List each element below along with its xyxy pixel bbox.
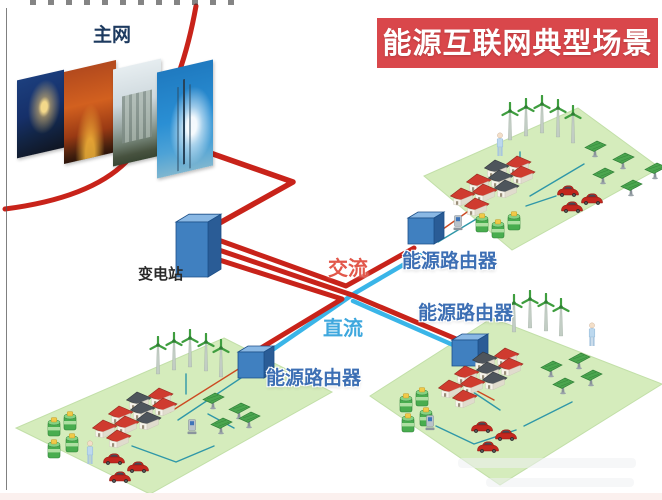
substation-box-side — [207, 213, 222, 278]
ac-line — [207, 244, 464, 344]
faint-watermark — [486, 478, 634, 487]
battery-icon — [415, 387, 429, 407]
photo-transmission-tower-sunset — [64, 59, 116, 165]
main-grid-label: 主网 — [93, 24, 132, 46]
router-box-bottom-left — [237, 351, 265, 379]
dc-line-label: 直流 — [323, 316, 363, 340]
charger-icon — [453, 215, 463, 231]
turbine-icon — [521, 290, 539, 330]
charger-icon — [425, 415, 435, 431]
battery-icon — [507, 211, 521, 231]
local-signal-line — [529, 163, 585, 197]
bottom-strip — [0, 493, 662, 500]
energy-router-label-bottom-right: 能源路由器 — [418, 302, 514, 324]
battery-icon — [401, 413, 415, 433]
energy-router-label-top-right: 能源路由器 — [402, 250, 498, 272]
local-power-line — [169, 367, 241, 413]
turbine-icon — [501, 102, 519, 142]
faint-watermark — [458, 458, 636, 468]
battery-icon — [399, 393, 413, 413]
local-signal-line — [523, 401, 573, 427]
battery-icon — [491, 219, 505, 239]
router-box-top-right — [407, 217, 435, 245]
router-box-bottom-right — [451, 339, 479, 367]
photo-substation-plant — [113, 58, 161, 167]
ac-line-label: 交流 — [328, 256, 368, 280]
battery-icon — [47, 439, 61, 459]
photo-power-plant-night — [17, 69, 64, 159]
battery-icon — [47, 417, 61, 437]
battery-icon — [475, 213, 489, 233]
router-box-top-right-side — [433, 211, 445, 245]
title-banner: 能源互联网典型场景 — [377, 18, 658, 68]
local-signal-line — [525, 195, 557, 207]
left-edge-line — [6, 8, 7, 490]
substation-label: 变电站 — [138, 265, 184, 283]
charger-icon — [187, 419, 197, 435]
cropped-text-remnants — [30, 0, 235, 5]
ac-line — [207, 234, 417, 289]
person-icon — [588, 322, 596, 347]
ac-line — [207, 254, 345, 354]
energy-router-label-bottom-left: 能源路由器 — [266, 367, 362, 389]
battery-icon — [65, 433, 79, 453]
substation-box — [175, 221, 209, 278]
dc-line — [350, 298, 463, 351]
local-signal-line — [131, 445, 215, 463]
photo-utility-pole-sky — [157, 59, 213, 179]
grid-feed-line — [193, 145, 296, 233]
turbine-icon — [552, 298, 570, 338]
turbine-icon — [537, 293, 555, 333]
dc-line — [259, 252, 423, 360]
battery-icon — [63, 411, 77, 431]
